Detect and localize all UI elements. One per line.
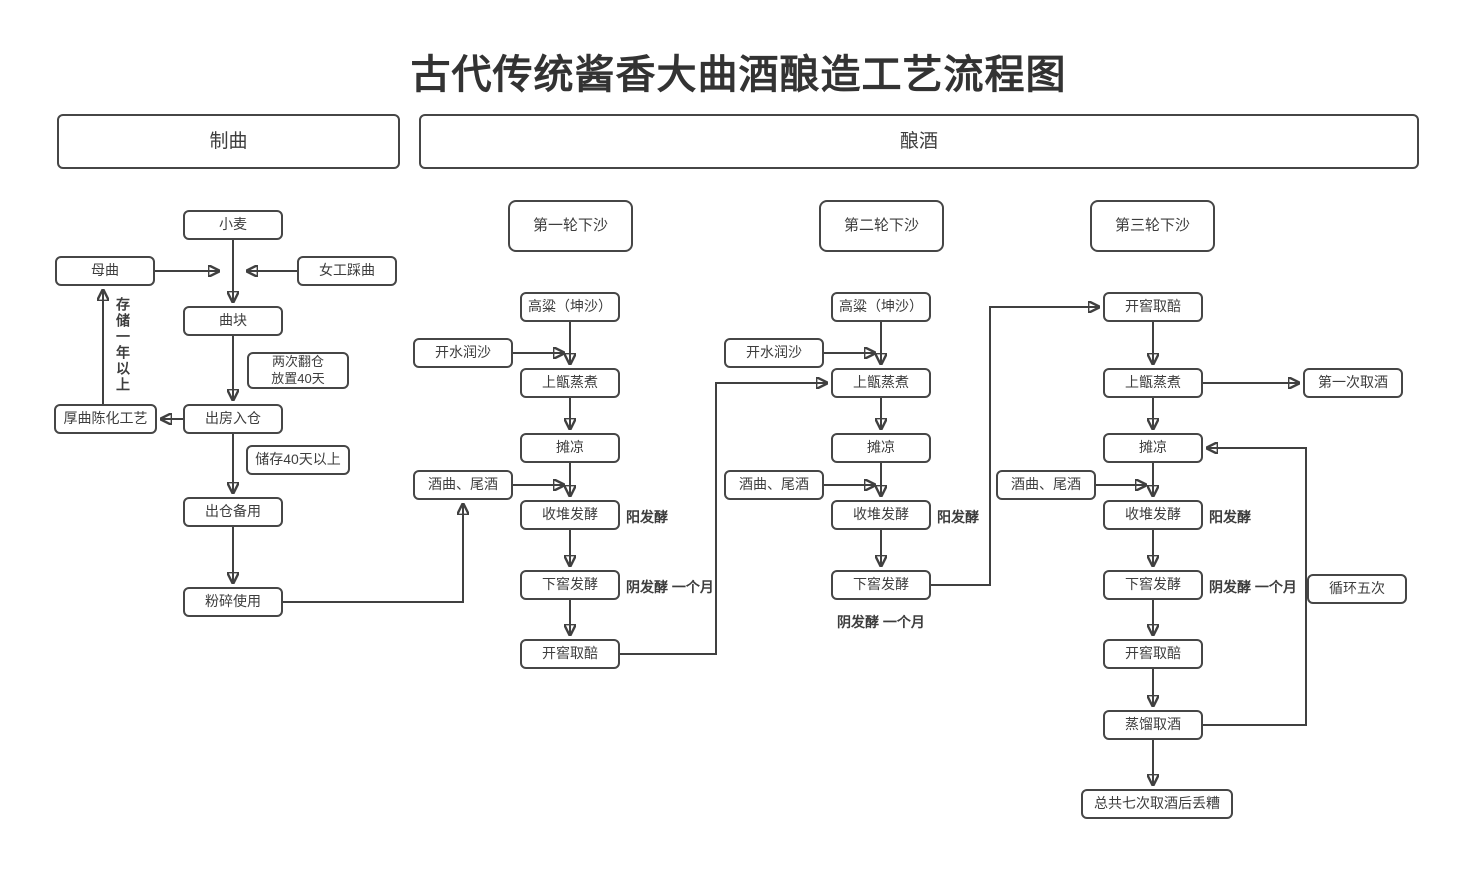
- node-pit-ferment-r2: 下窖发酵: [831, 570, 931, 600]
- node-out-store-ready: 出仓备用: [183, 497, 283, 527]
- header-round2: 第二轮下沙: [819, 200, 944, 252]
- node-open-pit-r3-bottom: 开窖取醅: [1103, 639, 1203, 669]
- edge-pit2-open3a: [931, 307, 1099, 586]
- node-worker-stepping: 女工踩曲: [297, 256, 397, 286]
- node-store-40-days: 储存40天以上: [246, 445, 350, 475]
- node-distill-take-wine: 蒸馏取酒: [1103, 710, 1203, 740]
- node-pit-ferment-r3: 下窖发酵: [1103, 570, 1203, 600]
- node-final-discard: 总共七次取酒后丢糟: [1081, 789, 1233, 819]
- node-mother-qu: 母曲: [55, 256, 155, 286]
- label-yin-ferment-r3: 阴发酵 一个月: [1209, 579, 1297, 595]
- node-loop-five-times: 循环五次: [1307, 574, 1407, 604]
- turn-note-line2: 放置40天: [271, 370, 325, 386]
- node-wheat: 小麦: [183, 210, 283, 240]
- node-spread-cool-r3: 摊凉: [1103, 433, 1203, 463]
- node-out-room-into-store: 出房入仓: [183, 404, 283, 434]
- label-yin-ferment-r1: 阴发酵 一个月: [626, 579, 714, 595]
- node-pile-ferment-r2: 收堆发酵: [831, 500, 931, 530]
- node-jiuqu-tail-r2: 酒曲、尾酒: [724, 470, 824, 500]
- node-pile-ferment-r3: 收堆发酵: [1103, 500, 1203, 530]
- node-open-pit-r1: 开窖取醅: [520, 639, 620, 669]
- node-open-pit-r3-top: 开窖取醅: [1103, 292, 1203, 322]
- header-round1: 第一轮下沙: [508, 200, 633, 252]
- node-first-take-wine: 第一次取酒: [1303, 368, 1403, 398]
- node-qu-block: 曲块: [183, 306, 283, 336]
- turn-note-line1: 两次翻仓: [271, 354, 324, 370]
- header-round3: 第三轮下沙: [1090, 200, 1215, 252]
- node-jiuqu-tail-r3: 酒曲、尾酒: [996, 470, 1096, 500]
- label-yang-ferment-r1: 阳发酵: [626, 509, 668, 525]
- node-spread-cool-r2: 摊凉: [831, 433, 931, 463]
- label-yang-ferment-r3: 阳发酵: [1209, 509, 1251, 525]
- node-pit-ferment-r1: 下窖发酵: [520, 570, 620, 600]
- note-store-one-year: 存储一年以上: [115, 297, 131, 393]
- node-spread-cool-r1: 摊凉: [520, 433, 620, 463]
- section-header-brew: 酿酒: [419, 114, 1419, 169]
- node-pile-ferment-r1: 收堆发酵: [520, 500, 620, 530]
- section-header-qu: 制曲: [57, 114, 400, 169]
- page-title: 古代传统酱香大曲酒酿造工艺流程图: [410, 53, 1067, 97]
- node-boiling-water-r2: 开水润沙: [724, 338, 824, 368]
- node-steam-r2: 上甑蒸煮: [831, 368, 931, 398]
- label-yin-ferment-r2: 阴发酵 一个月: [837, 614, 925, 630]
- node-sorghum-r1: 高粱（坤沙）: [520, 292, 620, 322]
- node-boiling-water-r1: 开水润沙: [413, 338, 513, 368]
- node-steam-r3: 上甑蒸煮: [1103, 368, 1203, 398]
- label-yang-ferment-r2: 阳发酵: [937, 509, 979, 525]
- node-crush-use: 粉碎使用: [183, 587, 283, 617]
- node-thick-qu-aging: 厚曲陈化工艺: [54, 404, 157, 434]
- node-jiuqu-tail-r1: 酒曲、尾酒: [413, 470, 513, 500]
- node-turn-store-note: 两次翻仓 放置40天: [247, 352, 349, 389]
- node-sorghum-r2: 高粱（坤沙）: [831, 292, 931, 322]
- node-steam-r1: 上甑蒸煮: [520, 368, 620, 398]
- edge-crush-jiuqu1: [283, 504, 463, 603]
